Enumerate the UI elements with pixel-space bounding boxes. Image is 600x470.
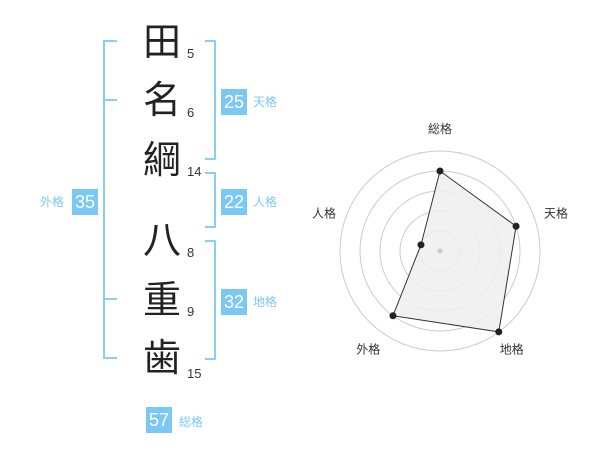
name-char-6: 歯 xyxy=(142,336,181,380)
gaikaku-bracket-vertical xyxy=(103,40,105,359)
gaikaku-bracket-mid-1 xyxy=(103,99,117,101)
radar-point-4 xyxy=(389,312,397,320)
jinkaku-badge: 22 xyxy=(221,189,247,215)
radar-axis-label-5: 人格 xyxy=(312,205,336,220)
stroke-count-4: 8 xyxy=(187,245,195,260)
soukaku-badge: 57 xyxy=(146,407,172,433)
name-char-2: 名 xyxy=(142,78,181,122)
stroke-count-1: 5 xyxy=(187,46,195,61)
tenkaku-label: 天格 xyxy=(253,95,278,109)
stroke-count-2: 6 xyxy=(187,105,195,120)
gaikaku-bracket-mid-2 xyxy=(103,298,117,300)
radar-axis-label-3: 地格 xyxy=(500,342,524,357)
chikaku-label: 地格 xyxy=(253,295,278,309)
tenkaku-bracket-top xyxy=(205,40,216,42)
tenkaku-bracket-bottom xyxy=(205,158,216,160)
tenkaku-badge: 25 xyxy=(221,89,247,115)
name-char-5: 重 xyxy=(142,278,181,322)
gaikaku-bracket-bottom xyxy=(103,357,117,359)
radar-center-dot xyxy=(437,248,443,254)
radar-axis-label-4: 外格 xyxy=(356,342,380,357)
stroke-count-3: 14 xyxy=(187,164,202,179)
chikaku-bracket-bottom xyxy=(205,358,216,360)
chikaku-badge: 32 xyxy=(221,289,247,315)
radar-axis-label-1: 総格 xyxy=(428,121,452,136)
name-char-3: 綱 xyxy=(142,138,181,182)
radar-point-3 xyxy=(495,328,503,336)
soukaku-label: 総格 xyxy=(179,415,204,429)
stroke-count-5: 9 xyxy=(187,304,195,319)
gaikaku-bracket-top xyxy=(103,40,117,42)
radar-ring xyxy=(339,150,541,352)
name-char-4: 八 xyxy=(142,218,181,262)
radar-point-2 xyxy=(512,222,520,230)
jinkaku-bracket-top xyxy=(205,172,216,174)
radar-axis-label-2: 天格 xyxy=(544,205,568,220)
gaikaku-badge: 35 xyxy=(72,189,98,215)
chikaku-bracket-top xyxy=(205,240,216,242)
chikaku-bracket-vertical xyxy=(214,240,216,360)
stroke-count-6: 15 xyxy=(187,366,202,381)
jinkaku-label: 人格 xyxy=(253,195,278,209)
radar-point-1 xyxy=(436,167,444,175)
radar-polygon xyxy=(392,170,517,333)
jinkaku-bracket-vertical xyxy=(214,172,216,228)
name-char-1: 田 xyxy=(142,20,181,64)
radar-point-5 xyxy=(417,241,425,249)
tenkaku-bracket-vertical xyxy=(214,40,216,160)
jinkaku-bracket-bottom xyxy=(205,226,216,228)
gaikaku-label: 外格 xyxy=(40,195,65,209)
